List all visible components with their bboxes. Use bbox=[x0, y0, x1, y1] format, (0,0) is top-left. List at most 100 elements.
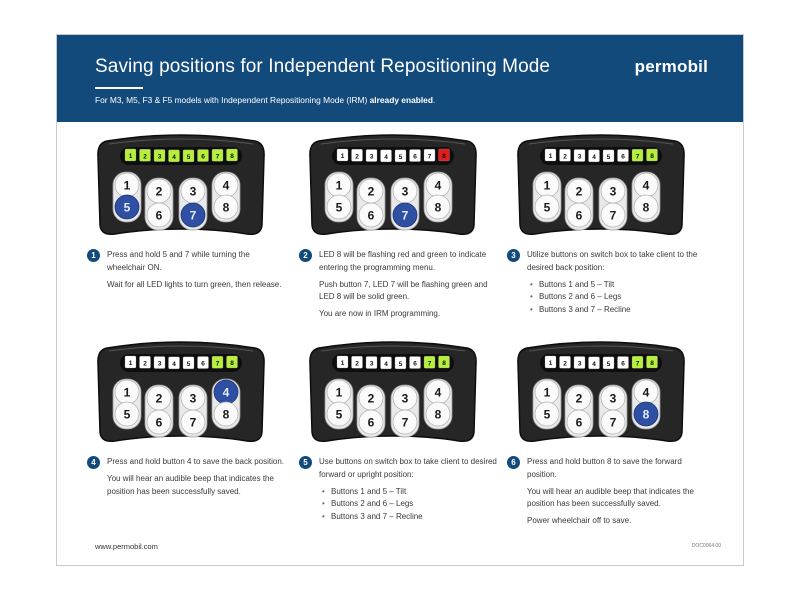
header-banner: Saving positions for Independent Reposit… bbox=[57, 35, 743, 122]
button-1[interactable]: 1 bbox=[534, 379, 560, 405]
button-5[interactable]: 5 bbox=[534, 401, 560, 427]
button-6[interactable]: 6 bbox=[566, 202, 592, 228]
led-2 bbox=[559, 149, 571, 162]
led-4 bbox=[588, 356, 600, 370]
led-8 bbox=[438, 148, 450, 162]
led-label: 7 bbox=[216, 360, 220, 367]
led-7 bbox=[631, 356, 644, 369]
svg-text:2: 2 bbox=[156, 185, 163, 199]
button-5[interactable]: 5 bbox=[326, 194, 352, 220]
button-6[interactable]: 6 bbox=[146, 202, 172, 228]
led-5 bbox=[394, 356, 407, 370]
svg-text:4: 4 bbox=[643, 386, 650, 400]
button-4[interactable]: 4 bbox=[633, 172, 659, 198]
svg-text:6: 6 bbox=[368, 209, 375, 223]
step-text: Press and hold button 4 to save the back… bbox=[107, 456, 290, 503]
svg-text:5: 5 bbox=[124, 408, 131, 422]
button-2[interactable]: 2 bbox=[358, 385, 384, 411]
led-label: 8 bbox=[230, 153, 234, 160]
step-paragraph: You will hear an audible beep that indic… bbox=[527, 486, 694, 509]
button-5[interactable]: 5 bbox=[114, 194, 140, 220]
button-3[interactable]: 3 bbox=[600, 178, 626, 204]
led-1 bbox=[336, 355, 349, 369]
button-3[interactable]: 3 bbox=[600, 385, 626, 411]
footer-url[interactable]: www.permobil.com bbox=[95, 542, 158, 551]
led-8 bbox=[646, 148, 658, 162]
button-5[interactable]: 5 bbox=[114, 401, 140, 427]
led-label: 6 bbox=[621, 361, 625, 368]
step-number-badge: 1 bbox=[87, 249, 100, 262]
led-label: 5 bbox=[399, 154, 403, 161]
button-6[interactable]: 6 bbox=[358, 409, 384, 435]
button-6[interactable]: 6 bbox=[358, 202, 384, 228]
button-3[interactable]: 3 bbox=[180, 385, 206, 411]
led-1 bbox=[544, 148, 557, 162]
led-2 bbox=[139, 356, 151, 369]
button-2[interactable]: 2 bbox=[358, 178, 384, 204]
button-3[interactable]: 3 bbox=[392, 178, 418, 204]
button-2[interactable]: 2 bbox=[566, 385, 592, 411]
button-1[interactable]: 1 bbox=[326, 379, 352, 405]
button-8[interactable]: 8 bbox=[213, 401, 239, 427]
led-label: 3 bbox=[370, 154, 374, 161]
button-8[interactable]: 8 bbox=[425, 194, 451, 220]
svg-text:8: 8 bbox=[643, 201, 650, 215]
led-label: 6 bbox=[201, 361, 205, 368]
button-8[interactable]: 8 bbox=[425, 401, 451, 427]
led-3 bbox=[573, 149, 586, 162]
svg-text:8: 8 bbox=[223, 408, 230, 422]
led-1 bbox=[336, 148, 349, 162]
button-7[interactable]: 7 bbox=[180, 202, 206, 228]
led-label: 1 bbox=[341, 360, 345, 367]
button-4[interactable]: 4 bbox=[425, 379, 451, 405]
button-7[interactable]: 7 bbox=[600, 409, 626, 435]
svg-text:1: 1 bbox=[336, 179, 343, 193]
button-7[interactable]: 7 bbox=[392, 409, 418, 435]
switch-box-highlight bbox=[528, 138, 674, 145]
button-4[interactable]: 4 bbox=[213, 172, 239, 198]
button-8[interactable]: 8 bbox=[633, 194, 659, 220]
step-text: Utilize buttons on switch box to take cl… bbox=[527, 249, 710, 316]
svg-text:3: 3 bbox=[402, 185, 409, 199]
button-1[interactable]: 1 bbox=[114, 172, 140, 198]
svg-text:2: 2 bbox=[576, 392, 583, 406]
led-7 bbox=[631, 149, 644, 162]
button-5[interactable]: 5 bbox=[326, 401, 352, 427]
led-label: 2 bbox=[143, 153, 147, 160]
button-5[interactable]: 5 bbox=[534, 194, 560, 220]
button-7[interactable]: 7 bbox=[392, 202, 418, 228]
led-bar bbox=[540, 354, 662, 372]
title-underline bbox=[95, 87, 143, 89]
led-6 bbox=[617, 149, 629, 162]
button-8[interactable]: 8 bbox=[633, 401, 659, 427]
button-1[interactable]: 1 bbox=[326, 172, 352, 198]
led-6 bbox=[617, 356, 629, 369]
button-6[interactable]: 6 bbox=[566, 409, 592, 435]
led-label: 8 bbox=[650, 153, 654, 160]
button-7[interactable]: 7 bbox=[600, 202, 626, 228]
led-6 bbox=[197, 356, 209, 369]
button-4[interactable]: 4 bbox=[213, 379, 239, 405]
button-3[interactable]: 3 bbox=[180, 178, 206, 204]
led-label: 2 bbox=[563, 153, 567, 160]
button-3[interactable]: 3 bbox=[392, 385, 418, 411]
led-8 bbox=[226, 148, 238, 162]
button-2[interactable]: 2 bbox=[146, 385, 172, 411]
step-number-badge: 3 bbox=[507, 249, 520, 262]
button-4[interactable]: 4 bbox=[633, 379, 659, 405]
led-label: 4 bbox=[592, 361, 596, 368]
button-6[interactable]: 6 bbox=[146, 409, 172, 435]
led-7 bbox=[211, 149, 224, 162]
button-1[interactable]: 1 bbox=[534, 172, 560, 198]
svg-text:1: 1 bbox=[544, 386, 551, 400]
step-paragraph: LED 8 will be flashing red and green to … bbox=[319, 250, 487, 272]
button-7[interactable]: 7 bbox=[180, 409, 206, 435]
button-8[interactable]: 8 bbox=[213, 194, 239, 220]
button-2[interactable]: 2 bbox=[146, 178, 172, 204]
svg-text:5: 5 bbox=[336, 408, 343, 422]
button-1[interactable]: 1 bbox=[114, 379, 140, 405]
button-2[interactable]: 2 bbox=[566, 178, 592, 204]
svg-text:3: 3 bbox=[190, 185, 197, 199]
button-4[interactable]: 4 bbox=[425, 172, 451, 198]
